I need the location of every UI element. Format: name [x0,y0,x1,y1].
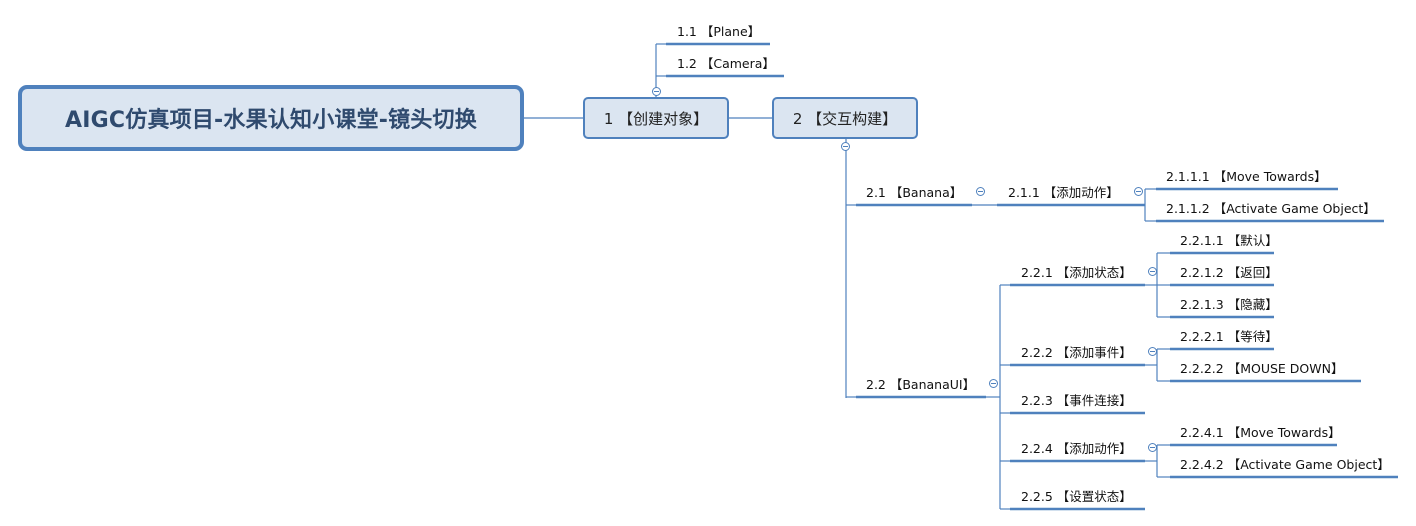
topic-ui-add-action[interactable]: 2.2.4 【添加动作】 [1021,441,1132,456]
topic-banana[interactable]: 2.1 【Banana】 [866,185,963,200]
central-topic[interactable]: AIGC仿真项目-水果认知小课堂-镜头切换 [18,85,524,151]
topic-camera[interactable]: 1.2 【Camera】 [677,56,775,71]
topic-banana-add-action[interactable]: 2.1.1 【添加动作】 [1008,185,1119,200]
collapse-toggle-icon[interactable] [1134,187,1143,196]
collapse-toggle-icon[interactable] [1148,267,1157,276]
topic-add-state[interactable]: 2.2.1 【添加状态】 [1021,265,1132,280]
collapse-toggle-icon[interactable] [1148,347,1157,356]
topic-event-connect[interactable]: 2.2.3 【事件连接】 [1021,393,1132,408]
branch-interaction-build[interactable]: 2 【交互构建】 [772,97,918,139]
topic-add-event[interactable]: 2.2.2 【添加事件】 [1021,345,1132,360]
topic-banana-ui[interactable]: 2.2 【BananaUI】 [866,377,976,392]
topic-state-return[interactable]: 2.2.1.2 【返回】 [1180,265,1278,280]
collapse-toggle-icon[interactable] [1148,443,1157,452]
branch-create-objects[interactable]: 1 【创建对象】 [583,97,729,139]
topic-event-wait[interactable]: 2.2.2.1 【等待】 [1180,329,1278,344]
topic-banana-move-towards[interactable]: 2.1.1.1 【Move Towards】 [1166,169,1327,184]
topic-set-state[interactable]: 2.2.5 【设置状态】 [1021,489,1132,504]
topic-state-hide[interactable]: 2.2.1.3 【隐藏】 [1180,297,1278,312]
collapse-toggle-icon[interactable] [841,142,850,151]
topic-plane[interactable]: 1.1 【Plane】 [677,24,761,39]
collapse-toggle-icon[interactable] [976,187,985,196]
topic-state-default[interactable]: 2.2.1.1 【默认】 [1180,233,1278,248]
collapse-toggle-icon[interactable] [652,87,661,96]
topic-event-mouse-down[interactable]: 2.2.2.2 【MOUSE DOWN】 [1180,361,1344,376]
collapse-toggle-icon[interactable] [989,379,998,388]
topic-banana-activate-game-object[interactable]: 2.1.1.2 【Activate Game Object】 [1166,201,1376,216]
topic-ui-activate-game-object[interactable]: 2.2.4.2 【Activate Game Object】 [1180,457,1390,472]
topic-ui-move-towards[interactable]: 2.2.4.1 【Move Towards】 [1180,425,1341,440]
